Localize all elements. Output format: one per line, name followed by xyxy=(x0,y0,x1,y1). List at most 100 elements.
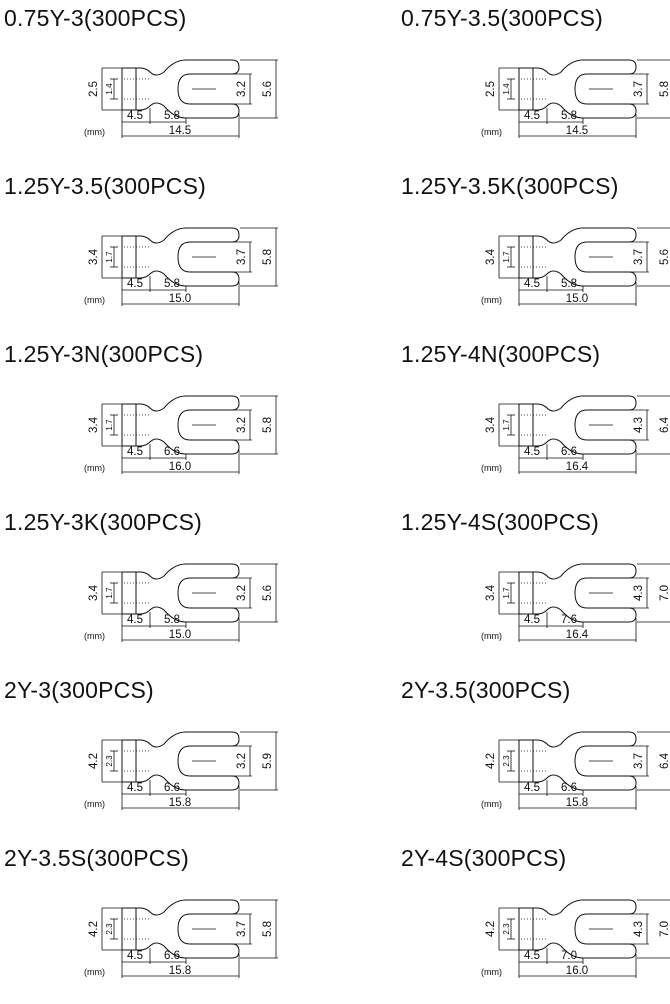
width-dimension: 5.8 xyxy=(240,227,278,287)
slot-dimension: 4.3 xyxy=(615,913,649,945)
width-dimension: 5.8 xyxy=(240,395,278,455)
width-dimension: 5.8 xyxy=(240,899,278,959)
unit-label: (mm) xyxy=(481,631,502,641)
inner-diameter-label: 1.7 xyxy=(105,587,114,599)
terminal-panel: 2Y-4S(300PCS) 4.2 2.3 xyxy=(401,844,670,1004)
total-length-label: 16.4 xyxy=(566,629,589,641)
wire-diameter-label: 3.4 xyxy=(88,248,100,265)
wire-diameter-label: 3.4 xyxy=(485,248,497,265)
sleeve-length-label: 4.5 xyxy=(127,614,143,626)
total-length-label: 16.4 xyxy=(566,461,589,473)
terminal-drawing: 4.2 2.3 3.2 5.9 xyxy=(84,731,278,810)
length-dimensions: 4.5 5.8 15.0 (mm) xyxy=(84,612,240,642)
overall-width-label: 5.8 xyxy=(262,417,274,433)
terminal-panel: 0.75Y-3.5(300PCS) 2.5 1.4 xyxy=(401,4,670,164)
unit-label: (mm) xyxy=(84,127,105,137)
inner-diameter-label: 1.7 xyxy=(105,251,114,263)
sleeve-length-label: 4.5 xyxy=(127,446,143,458)
slot-width-label: 3.2 xyxy=(236,753,248,769)
slot-width-label: 3.2 xyxy=(236,81,248,97)
fork-length-label: 5.8 xyxy=(164,614,180,626)
inner-diameter-label: 1.7 xyxy=(502,251,511,263)
length-dimensions: 4.5 6.6 15.8 (mm) xyxy=(84,948,240,978)
width-dimension: 7.0 xyxy=(637,899,670,959)
width-dimension: 6.4 xyxy=(637,731,670,791)
length-dimensions: 4.5 6.6 16.4 (mm) xyxy=(481,444,637,474)
wire-dimension: 2.5 1.4 xyxy=(88,67,122,111)
unit-label: (mm) xyxy=(481,463,502,473)
wire-dimension: 4.2 2.3 xyxy=(88,739,122,783)
slot-dimension: 3.7 xyxy=(615,745,649,777)
slot-width-label: 3.7 xyxy=(633,249,645,265)
terminal-panel: 1.25Y-3K(300PCS) 3.4 1.7 xyxy=(4,508,334,668)
terminal-drawing: 3.4 1.7 3.7 5.6 xyxy=(481,227,670,306)
sleeve-length-label: 4.5 xyxy=(524,110,540,122)
fork-length-label: 5.8 xyxy=(561,278,577,290)
unit-label: (mm) xyxy=(481,799,502,809)
slot-width-label: 4.3 xyxy=(633,585,645,601)
sleeve-length-label: 4.5 xyxy=(524,278,540,290)
wire-dimension: 2.5 1.4 xyxy=(485,67,519,111)
terminal-title: 1.25Y-3.5K(300PCS) xyxy=(401,173,619,199)
fork-length-label: 7.0 xyxy=(561,950,577,962)
fork-length-label: 7.6 xyxy=(561,614,577,626)
sleeve-length-label: 4.5 xyxy=(127,110,143,122)
overall-width-label: 5.6 xyxy=(262,81,274,97)
overall-width-label: 7.0 xyxy=(659,585,670,601)
length-dimensions: 4.5 7.6 16.4 (mm) xyxy=(481,612,637,642)
width-dimension: 5.9 xyxy=(240,731,278,791)
total-length-label: 14.5 xyxy=(169,125,191,137)
length-dimensions: 4.5 6.6 16.0 (mm) xyxy=(84,444,240,474)
width-dimension: 5.6 xyxy=(637,227,670,287)
terminal-drawing: 3.4 1.7 3.2 5.6 xyxy=(84,563,278,642)
fork-length-label: 6.6 xyxy=(561,446,577,458)
slot-dimension: 4.3 xyxy=(615,577,649,609)
slot-dimension: 3.2 xyxy=(218,409,252,441)
terminal-outline xyxy=(518,227,637,287)
fork-length-label: 6.6 xyxy=(164,950,180,962)
slot-dimension: 3.2 xyxy=(218,745,252,777)
length-dimensions: 4.5 6.6 15.8 (mm) xyxy=(481,780,637,810)
terminal-panel: 1.25Y-3N(300PCS) 3.4 1.7 xyxy=(4,340,334,500)
wire-diameter-label: 4.2 xyxy=(485,921,497,937)
wire-diameter-label: 4.2 xyxy=(88,921,100,937)
total-length-label: 15.0 xyxy=(566,293,588,305)
overall-width-label: 5.9 xyxy=(262,753,274,769)
slot-dimension: 3.2 xyxy=(218,577,252,609)
overall-width-label: 6.4 xyxy=(659,752,670,769)
terminal-panel: 1.25Y-4N(300PCS) 3.4 1.7 xyxy=(401,340,670,500)
wire-diameter-label: 2.5 xyxy=(485,81,497,97)
length-dimensions: 4.5 7.0 16.0 (mm) xyxy=(481,948,637,978)
terminal-title: 2Y-3.5S(300PCS) xyxy=(4,845,189,871)
terminal-drawing: 2.5 1.4 3.2 5.6 xyxy=(84,59,278,138)
terminal-drawing: 4.2 2.3 3.7 5.8 xyxy=(84,899,278,978)
terminal-outline xyxy=(518,731,637,791)
total-length-label: 15.8 xyxy=(169,797,191,809)
unit-label: (mm) xyxy=(481,967,502,977)
inner-diameter-label: 1.7 xyxy=(502,419,511,431)
wire-diameter-label: 2.5 xyxy=(88,81,100,97)
wire-dimension: 3.4 1.7 xyxy=(88,571,122,615)
wire-diameter-label: 3.4 xyxy=(88,416,100,433)
terminal-title: 1.25Y-4N(300PCS) xyxy=(401,341,601,367)
width-dimension: 7.0 xyxy=(637,563,670,623)
wire-diameter-label: 3.4 xyxy=(88,584,100,601)
inner-diameter-label: 1.4 xyxy=(502,83,511,95)
slot-width-label: 3.7 xyxy=(633,81,645,97)
slot-width-label: 3.2 xyxy=(236,585,248,601)
wire-diameter-label: 3.4 xyxy=(485,416,497,433)
fork-length-label: 5.8 xyxy=(164,110,180,122)
total-length-label: 15.0 xyxy=(169,629,191,641)
wire-dimension: 3.4 1.7 xyxy=(88,235,122,279)
sleeve-length-label: 4.5 xyxy=(524,614,540,626)
width-dimension: 5.8 xyxy=(637,59,670,119)
slot-width-label: 3.7 xyxy=(236,921,248,937)
inner-diameter-label: 1.4 xyxy=(105,83,114,95)
wire-dimension: 3.4 1.7 xyxy=(88,403,122,447)
terminal-title: 0.75Y-3(300PCS) xyxy=(4,5,187,31)
terminal-panel: 2Y-3.5(300PCS) 4.2 2.3 xyxy=(401,676,670,836)
fork-length-label: 6.6 xyxy=(561,782,577,794)
unit-label: (mm) xyxy=(481,295,502,305)
total-length-label: 16.0 xyxy=(169,461,191,473)
overall-width-label: 5.8 xyxy=(262,249,274,265)
